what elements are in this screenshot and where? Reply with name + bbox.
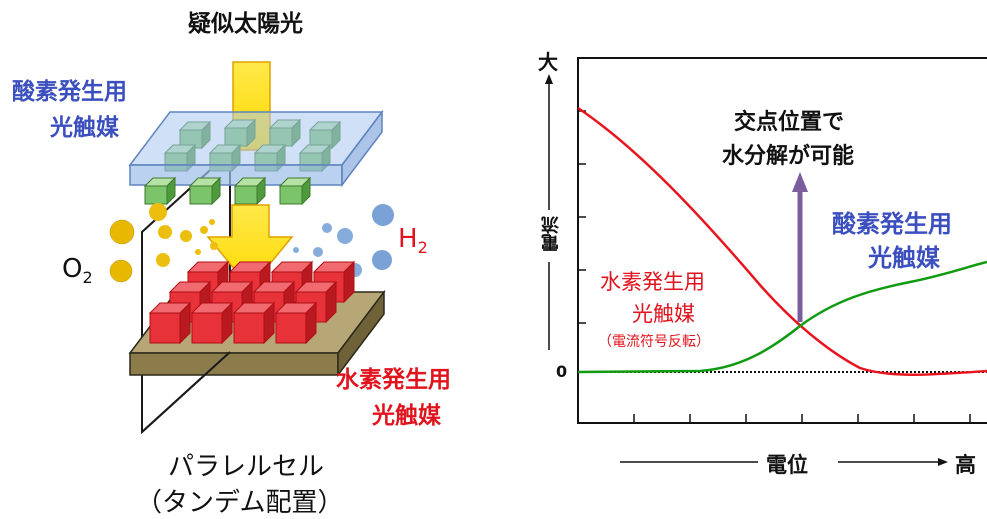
intersection-note-line2: 水分解が可能 — [722, 144, 855, 169]
oxygen-catalyst-label-line1: 酸素発生用 — [12, 79, 127, 105]
hydrogen-current-curve — [577, 106, 987, 376]
parallel-cell-frame-edge — [141, 351, 231, 433]
zero-label: 0 — [556, 362, 568, 381]
o2-label-base: O — [62, 254, 83, 284]
o2-label-subscript: 2 — [82, 268, 93, 287]
graph — [545, 57, 987, 466]
cell-name-line1: パラレルセル — [168, 452, 325, 482]
y-axis-title: 電流 — [541, 216, 562, 252]
hydrogen-curve-label-line1: 水素発生用 — [600, 270, 705, 294]
x-ticks — [633, 414, 971, 423]
oxygen-curve-label-line2: 光触媒 — [868, 244, 940, 272]
light-source-label: 疑似太陽光 — [188, 11, 303, 37]
graph-frame — [577, 57, 987, 424]
y-axis-high-label: 大 — [538, 50, 558, 74]
cell-name-line2: （タンデム配置） — [136, 488, 344, 518]
o2-bubbles — [109, 203, 218, 283]
hydrogen-photocatalyst-plate — [128, 261, 386, 378]
h2-label-subscript: 2 — [417, 238, 428, 257]
y-ticks — [578, 110, 586, 324]
oxygen-curve-label-line1: 酸素発生用 — [832, 210, 952, 238]
hydrogen-catalyst-label-line1: 水素発生用 — [336, 367, 451, 393]
x-axis-high-label: 高 — [955, 453, 976, 477]
hydrogen-curve-note: （電流符号反転） — [598, 334, 710, 350]
oxygen-photocatalyst-plate — [128, 109, 384, 205]
x-axis-title: 電位 — [766, 453, 808, 477]
o2-label: O2 — [62, 254, 93, 287]
hydrogen-curve-label-line2: 光触媒 — [632, 302, 695, 326]
oxygen-catalyst-label-line2: 光触媒 — [50, 115, 119, 141]
oxygen-current-curve — [577, 260, 987, 374]
h2-label-base: H — [398, 224, 418, 254]
sunlight-arrow-lower — [206, 204, 294, 290]
hydrogen-catalyst-label-line2: 光触媒 — [372, 403, 441, 429]
intersection-note-line1: 交点位置で — [734, 110, 845, 135]
h2-label: H2 — [398, 224, 428, 257]
